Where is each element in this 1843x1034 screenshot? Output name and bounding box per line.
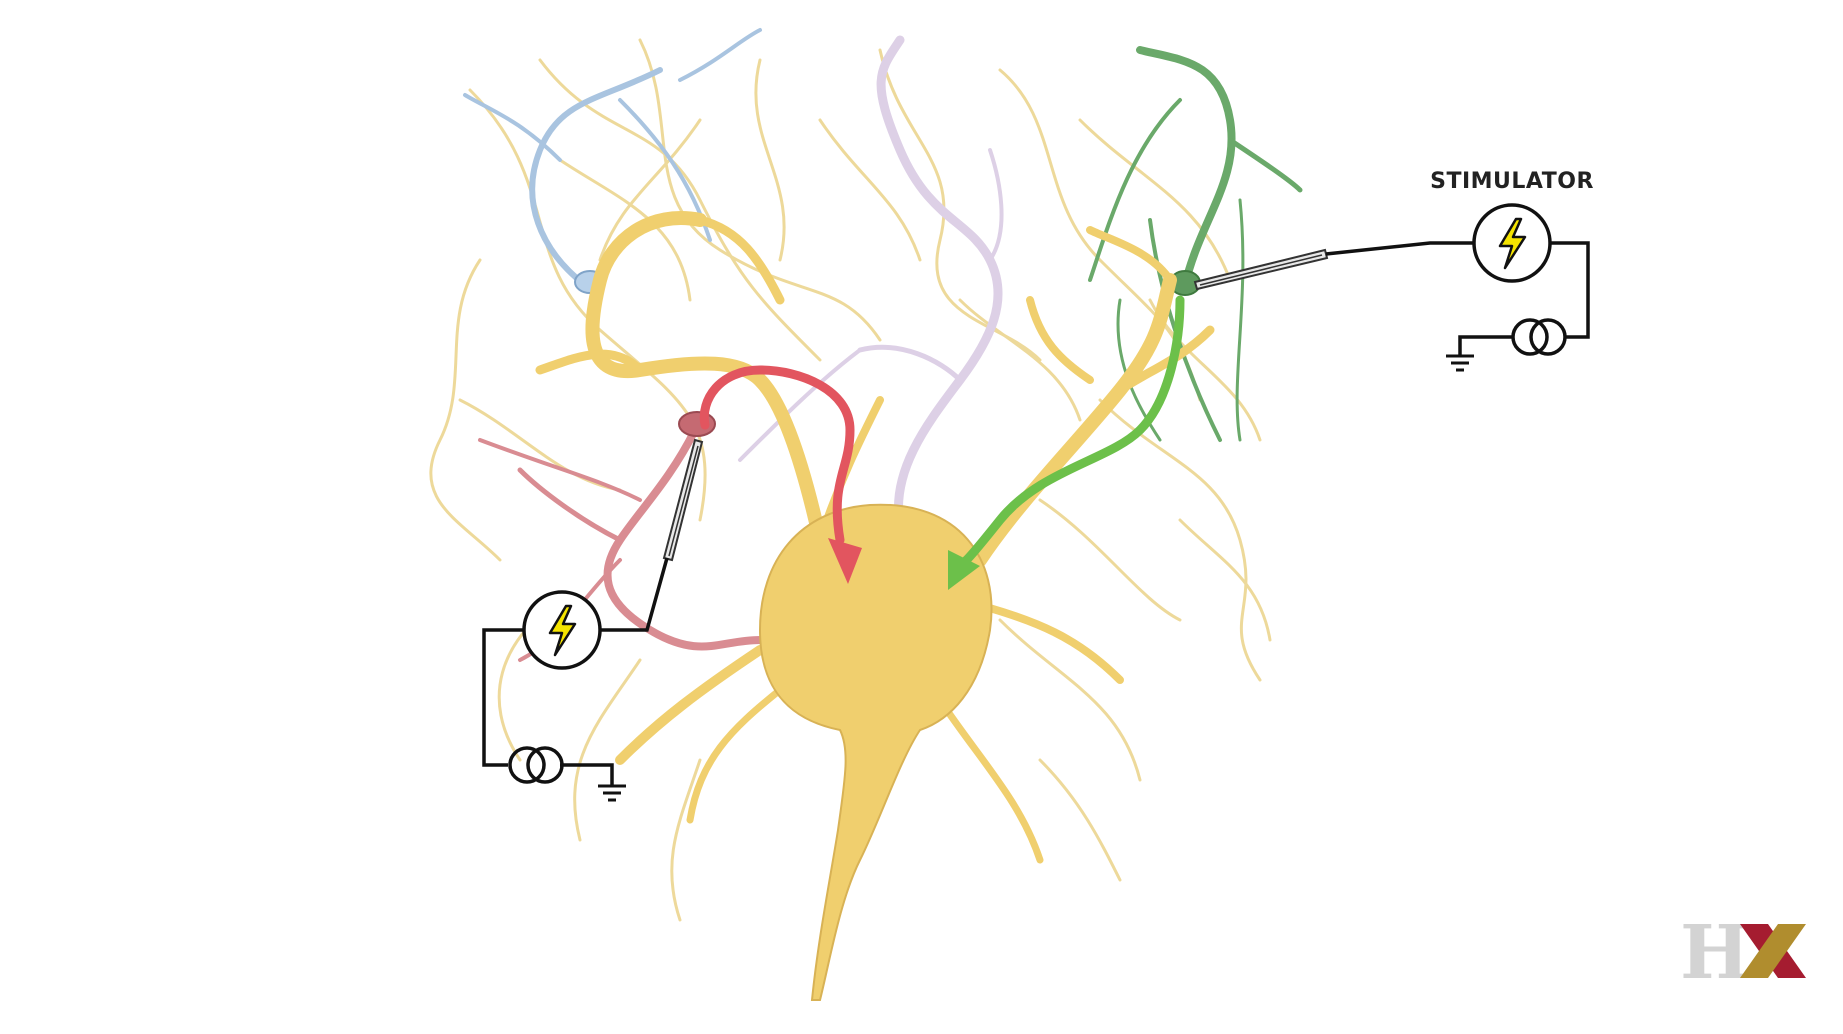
red-synapse [678,411,716,437]
right-circuit [1325,241,1590,355]
stimulator-label: STIMULATOR [1430,169,1594,194]
red-axon [478,426,764,662]
red-signal-arrow [699,365,862,584]
left-circuit [482,557,669,785]
lightning-bolt-icon [1498,217,1527,270]
dendrite-mesh [429,38,1272,922]
ground-icon [598,784,626,802]
lilac-axon [738,35,1004,530]
current-source-icon [508,746,564,784]
hx-logo: H [1680,910,1806,996]
right-electrode-icon [1193,248,1329,291]
current-source-icon [1511,318,1567,356]
svg-text:H: H [1680,910,1750,996]
left-electrode-icon [662,438,704,562]
neuron-soma [758,503,993,1001]
green-signal-arrow [948,295,1185,590]
logo-x-gold-stroke [1740,924,1806,978]
ground-icon [1446,354,1474,372]
lightning-bolt-icon [548,604,577,657]
